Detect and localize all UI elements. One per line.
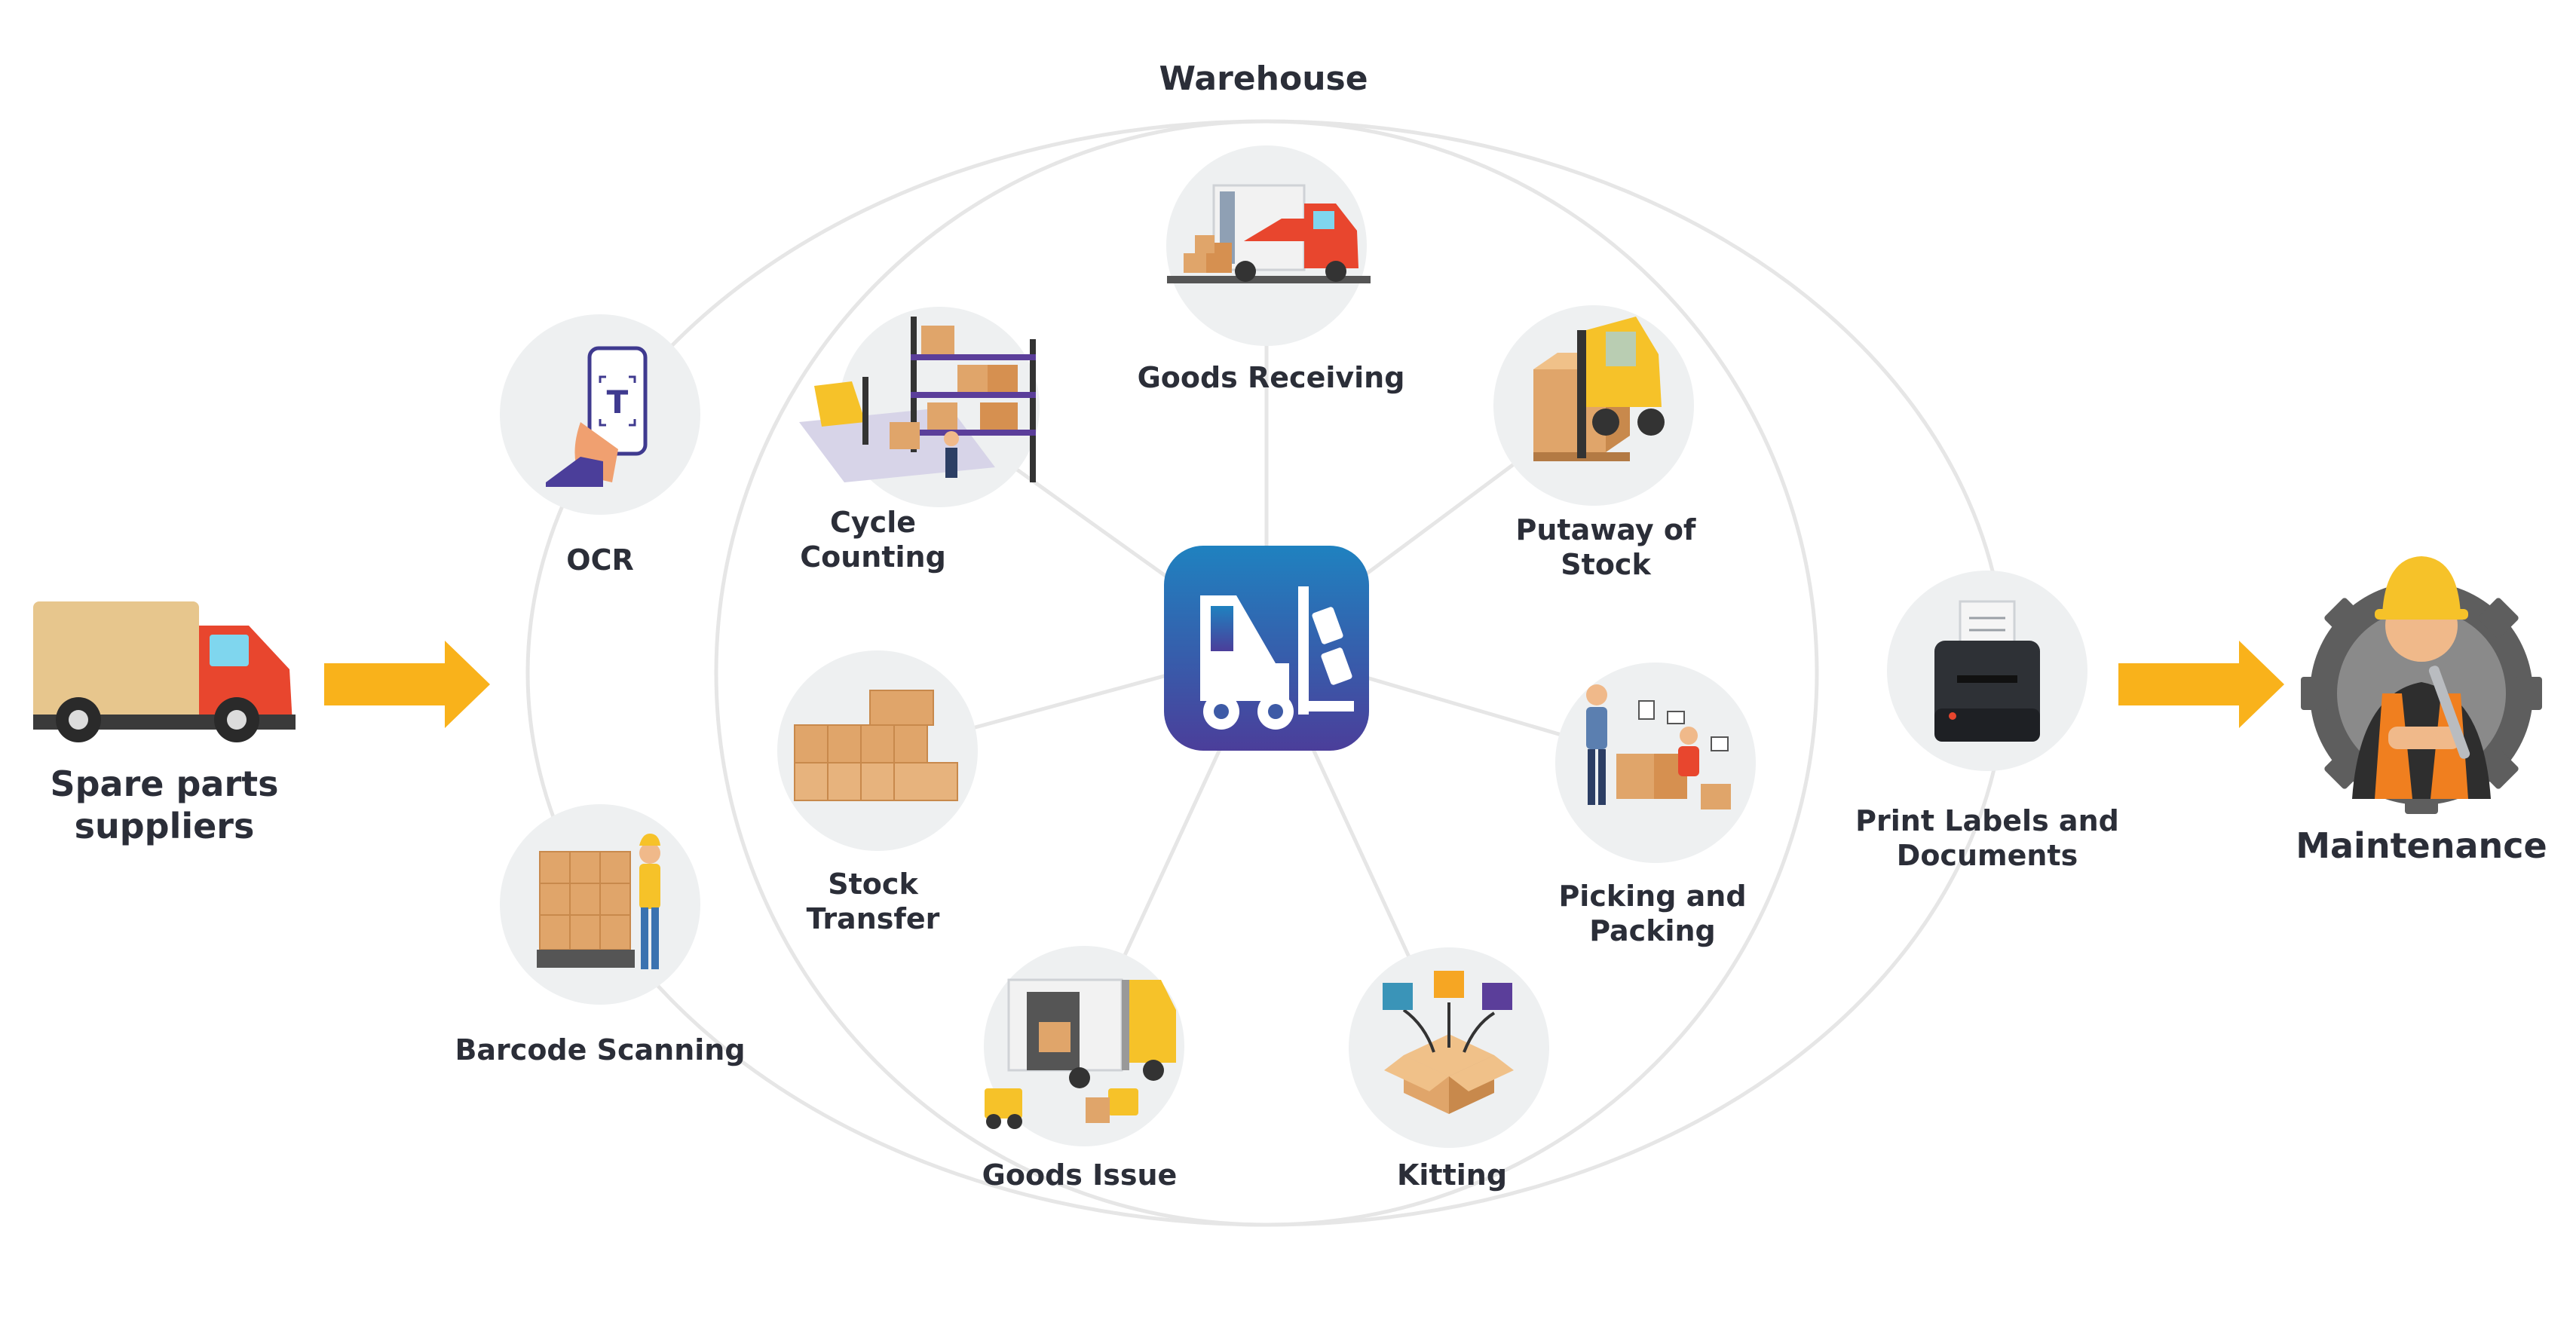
barcode-worker-icon [537, 834, 660, 969]
phone-scan-icon: T [546, 346, 648, 487]
diagram-title: Warehouse [1159, 60, 1368, 98]
stacked-boxes-icon [794, 690, 958, 801]
pallet-forklift-icon [1533, 317, 1665, 461]
cycle-counting-label-line2: Counting [800, 540, 946, 574]
receiving-truck-icon [1167, 184, 1371, 283]
source-label-line2: suppliers [74, 806, 255, 846]
arrow-to-warehouse [324, 641, 490, 728]
picking-label-line2: Packing [1589, 914, 1716, 947]
cycle-counting-label: Cycle Counting [800, 505, 946, 574]
print-label-line2: Documents [1896, 839, 2078, 872]
goods-receiving-label: Goods Receiving [1137, 361, 1405, 394]
ocr-label: OCR [566, 543, 634, 577]
arrow-to-maintenance [2118, 641, 2284, 728]
inner-ring [714, 119, 1819, 1227]
picking-packing-icon [1586, 684, 1731, 809]
cycle-counting-label-line1: Cycle [830, 506, 916, 539]
print-label: Print Labels and Documents [1855, 803, 2119, 873]
svg-text:T: T [607, 384, 629, 421]
warehouse-rack-icon [799, 317, 1036, 482]
putaway-label-line1: Putaway of [1515, 513, 1696, 546]
label-printer-icon [1934, 600, 2040, 742]
stock-transfer-label: Stock Transfer [807, 867, 940, 936]
delivery-truck-icon [33, 601, 296, 742]
loading-truck-icon [985, 978, 1176, 1129]
putaway-label: Putaway of Stock [1516, 513, 1696, 582]
picking-label: Picking and Packing [1558, 879, 1746, 948]
kitting-label: Kitting [1396, 1158, 1508, 1192]
forklift-app-icon [1164, 546, 1369, 751]
mechanic-gear-icon [2301, 556, 2542, 814]
barcode-label: Barcode Scanning [455, 1033, 746, 1066]
destination-label: Maintenance [2296, 825, 2547, 866]
goods-issue-label: Goods Issue [982, 1158, 1178, 1192]
kitting-box-icon [1383, 971, 1514, 1114]
source-label-line1: Spare parts [50, 764, 279, 804]
picking-label-line1: Picking and [1558, 880, 1747, 913]
stock-transfer-label-line2: Transfer [806, 902, 940, 935]
source-label: Spare parts suppliers [50, 763, 278, 847]
putaway-label-line2: Stock [1561, 548, 1651, 581]
stock-transfer-label-line1: Stock [828, 868, 918, 901]
print-label-line1: Print Labels and [1855, 804, 2119, 837]
